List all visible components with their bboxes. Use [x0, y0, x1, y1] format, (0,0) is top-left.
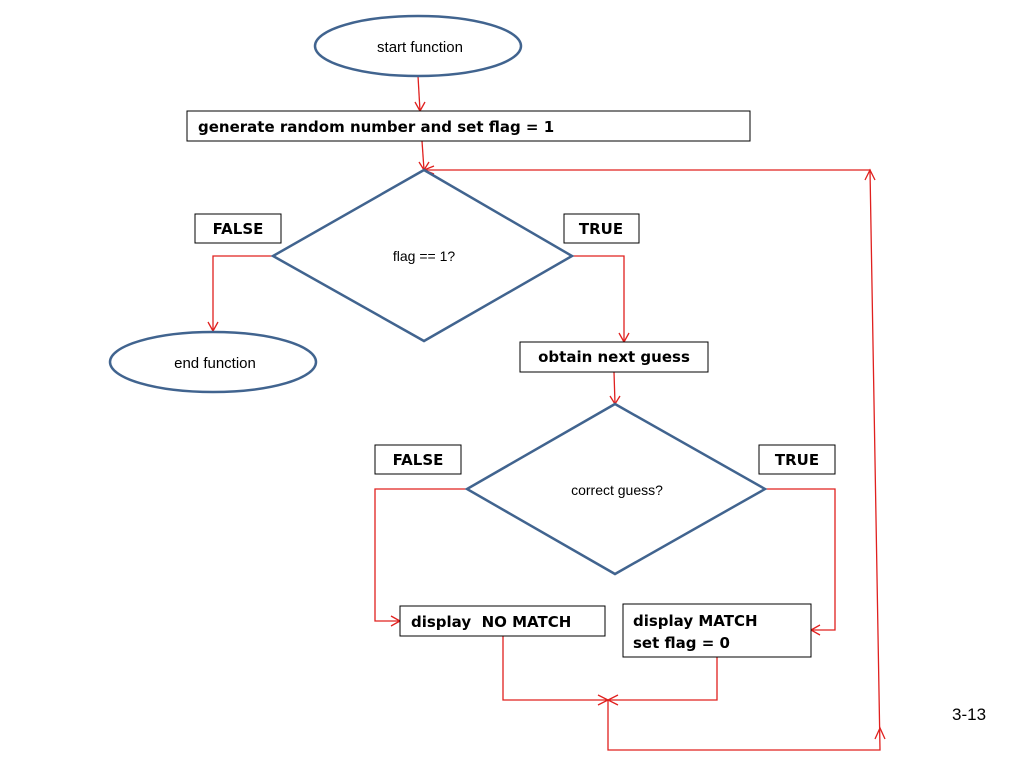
end-terminator: end function	[108, 330, 318, 394]
no-match-process: display NO MATCH	[399, 605, 606, 637]
connector-guess-false-to-no-match	[374, 488, 467, 622]
match-process: display MATCH set flag = 0	[622, 603, 812, 658]
no-match-label: display NO MATCH	[411, 613, 571, 631]
guess-true-tag: TRUE	[758, 444, 836, 475]
connector-obtain-to-guess-check	[613, 371, 616, 405]
flag-decision: flag == 1?	[270, 168, 575, 343]
end-label: end function	[174, 355, 256, 372]
guess-check-label: correct guess?	[571, 482, 663, 498]
obtain-process: obtain next guess	[519, 341, 709, 373]
flag-true-tag: TRUE	[563, 213, 640, 244]
start-terminator: start function	[313, 14, 523, 78]
flag-true-label: TRUE	[579, 220, 623, 238]
connector-start-to-generate	[417, 75, 421, 112]
connector-match-to-merge	[608, 657, 718, 701]
connector-loop-back	[424, 169, 881, 751]
connector-flag-true-to-obtain	[572, 255, 625, 342]
guess-false-tag: FALSE	[374, 444, 462, 475]
connector-flag-false-to-end	[212, 255, 273, 331]
flag-false-tag: FALSE	[194, 213, 282, 244]
connector-no-match-to-merge	[502, 636, 608, 701]
start-label: start function	[377, 39, 463, 56]
connectors	[207, 75, 886, 751]
slide-number: 3-13	[952, 705, 986, 724]
connector-guess-true-to-match	[765, 488, 836, 631]
generate-label: generate random number and set flag = 1	[198, 118, 554, 136]
generate-process: generate random number and set flag = 1	[186, 110, 751, 142]
arrowhead-loop-bottom	[874, 726, 886, 740]
match-label-line2: set flag = 0	[633, 634, 730, 652]
arrowhead-loop-top	[864, 168, 876, 181]
guess-decision: correct guess?	[464, 402, 768, 576]
flag-false-label: FALSE	[213, 220, 264, 238]
match-label-line1: display MATCH	[633, 612, 758, 630]
connector-generate-to-flag-check	[421, 140, 425, 171]
obtain-label: obtain next guess	[538, 348, 690, 366]
guess-true-label: TRUE	[775, 451, 819, 469]
flag-check-label: flag == 1?	[393, 248, 455, 264]
guess-false-label: FALSE	[393, 451, 444, 469]
